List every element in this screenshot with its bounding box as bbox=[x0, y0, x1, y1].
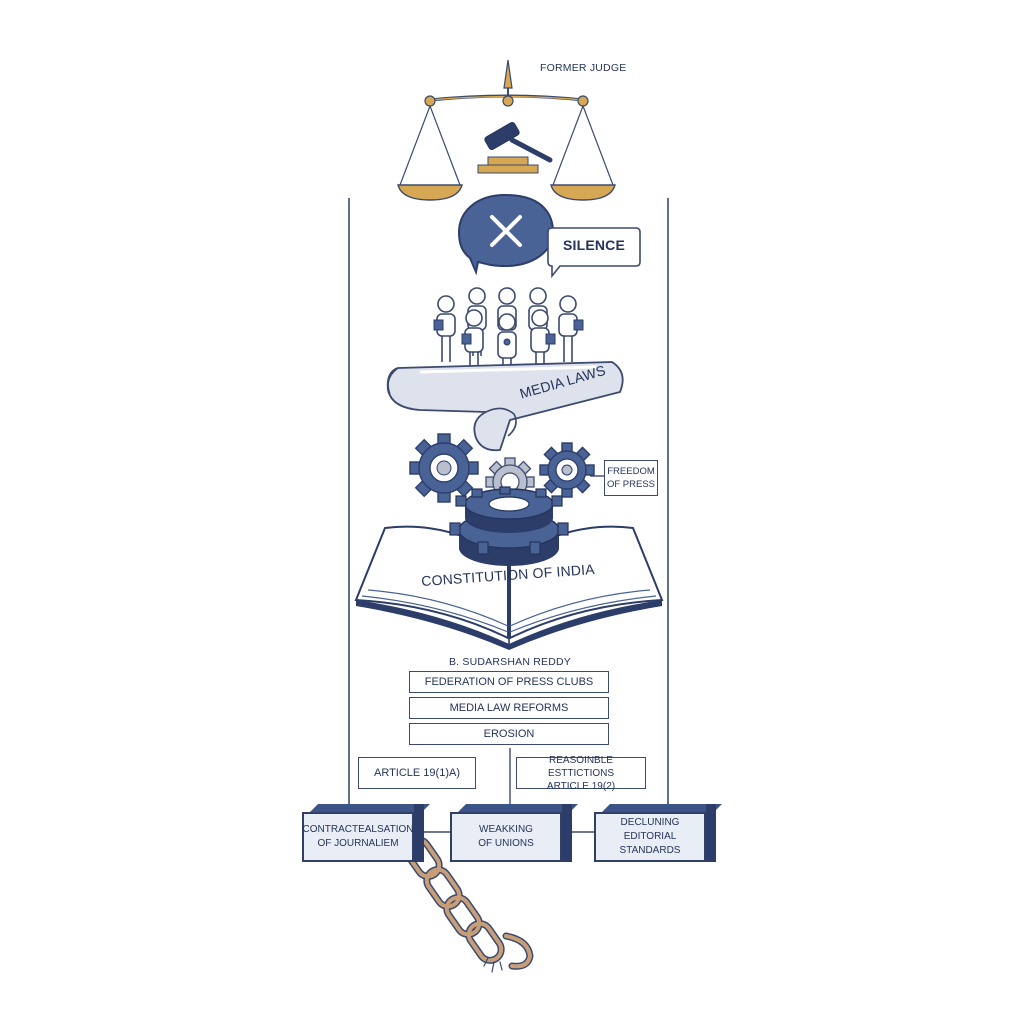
block-editorial-standards: DECLUNING EDITORIAL STANDARDS bbox=[594, 812, 706, 862]
gear-icon-left bbox=[409, 433, 479, 503]
silence-label: SILENCE bbox=[562, 237, 626, 253]
gear-icon-right bbox=[539, 442, 595, 498]
block-middle-line1: WEAKKING bbox=[479, 824, 533, 835]
block-right-top bbox=[602, 804, 722, 812]
gavel-icon bbox=[477, 122, 553, 174]
person-name: B. SUDARSHAN REDDY bbox=[448, 656, 572, 668]
freedom-line1: FREEDOM bbox=[607, 466, 655, 477]
block-right-line2: STANDARDS bbox=[619, 845, 681, 856]
block-middle-side bbox=[562, 804, 572, 862]
former-judge-label: FORMER JUDGE bbox=[540, 62, 627, 74]
block-left-line1: CONTRACTEALSATION bbox=[302, 824, 414, 835]
broken-chain-icon bbox=[403, 836, 534, 973]
silence-bubble bbox=[547, 227, 641, 279]
block-contractualisation: CONTRACTEALSATION OF JOURNALIEM bbox=[302, 812, 414, 862]
article-19-1-box: ARTICLE 19(1)A) bbox=[358, 757, 476, 789]
no-speech-icon bbox=[457, 193, 555, 276]
block-middle-top bbox=[458, 804, 578, 812]
block-weakening-unions: WEAKKING OF UNIONS bbox=[450, 812, 562, 862]
block-right-side bbox=[706, 804, 716, 862]
stack-item-federation: FEDERATION OF PRESS CLUBS bbox=[409, 671, 609, 693]
article-right-line2: ARTICLE 19(2) bbox=[546, 780, 616, 792]
scales-of-justice-icon bbox=[397, 59, 616, 201]
block-middle-line2: OF UNIONS bbox=[478, 838, 534, 849]
block-left-line2: OF JOURNALIEM bbox=[317, 838, 399, 849]
stack-item-erosion: EROSION bbox=[409, 723, 609, 745]
article-right-line1: REASOINBLE ESTTICTIONS bbox=[547, 754, 615, 779]
large-gear-icon bbox=[449, 486, 569, 566]
stack-item-media-law-reforms: MEDIA LAW REFORMS bbox=[409, 697, 609, 719]
scroll-icon bbox=[386, 361, 624, 452]
block-right-line1: DECLUNING EDITORIAL bbox=[620, 817, 680, 842]
freedom-line2: OF PRESS bbox=[606, 479, 656, 490]
block-left-top bbox=[310, 804, 430, 812]
freedom-of-press-box: FREEDOM OF PRESS bbox=[604, 460, 658, 496]
block-left-side bbox=[414, 804, 424, 862]
article-19-2-box: REASOINBLE ESTTICTIONS ARTICLE 19(2) bbox=[516, 754, 646, 792]
